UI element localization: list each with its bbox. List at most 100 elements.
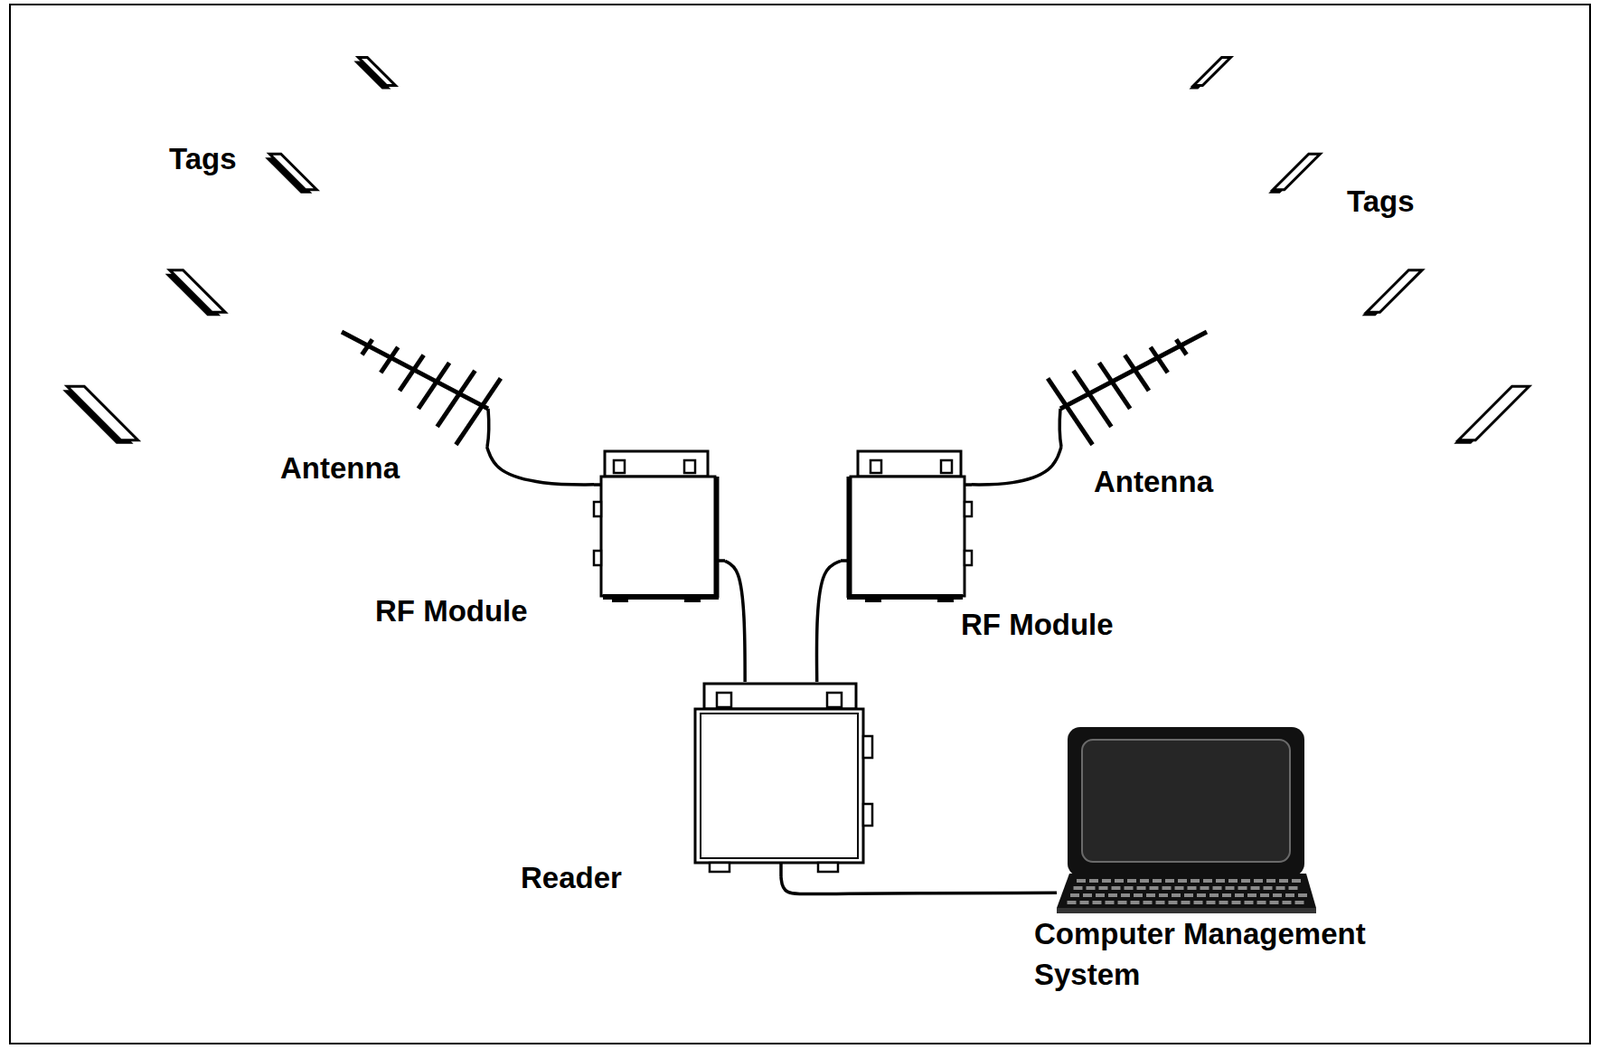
key xyxy=(1146,893,1156,897)
key xyxy=(1244,900,1254,904)
side-tab xyxy=(593,501,602,517)
key xyxy=(1152,878,1162,883)
lead-stub xyxy=(840,558,849,563)
key xyxy=(1184,893,1194,897)
side-tab xyxy=(964,550,972,565)
plate-latch xyxy=(827,692,842,707)
key xyxy=(1101,878,1111,883)
antenna-lead xyxy=(487,408,490,447)
key xyxy=(1067,900,1077,904)
key xyxy=(1203,878,1213,883)
cable xyxy=(487,446,594,485)
key xyxy=(1127,878,1137,883)
key xyxy=(1263,885,1273,890)
key xyxy=(1082,893,1092,897)
key xyxy=(1108,893,1118,897)
key xyxy=(1222,893,1232,897)
antenna-boom xyxy=(1060,331,1207,409)
antenna-element xyxy=(1099,362,1130,409)
key xyxy=(1219,900,1229,904)
module-box xyxy=(850,476,965,596)
box-shadow xyxy=(715,476,720,598)
box-foot xyxy=(611,599,629,603)
key xyxy=(1171,893,1181,897)
side-tab xyxy=(863,735,873,758)
antenna-element xyxy=(455,377,501,444)
box-foot xyxy=(865,599,882,603)
key xyxy=(1282,900,1292,904)
frame xyxy=(9,4,1591,1044)
node-label: RF Module xyxy=(375,590,528,631)
key xyxy=(1190,878,1200,883)
key xyxy=(1272,893,1282,897)
antenna-element xyxy=(418,362,450,409)
antenna-element xyxy=(1047,377,1093,444)
rfid-tag xyxy=(1458,385,1529,440)
antenna-element xyxy=(437,370,476,427)
key xyxy=(1076,878,1086,883)
key xyxy=(1158,893,1168,897)
key xyxy=(1270,900,1280,904)
key xyxy=(1215,878,1225,883)
key xyxy=(1285,893,1295,897)
key xyxy=(1257,900,1267,904)
key xyxy=(1238,885,1248,890)
box-shadow xyxy=(847,476,852,598)
key xyxy=(1105,900,1115,904)
lead-stub xyxy=(593,482,602,487)
rf-module-drawing xyxy=(840,449,972,603)
antenna: Antenna xyxy=(1048,324,1212,447)
key xyxy=(1143,900,1153,904)
key xyxy=(1086,885,1096,890)
antenna-drawing xyxy=(1048,324,1212,447)
key xyxy=(1213,885,1223,890)
key xyxy=(1291,878,1301,883)
rf-module: RF Module xyxy=(593,449,725,603)
key xyxy=(1260,893,1270,897)
rfid-tag xyxy=(1366,270,1423,313)
computer-drawing xyxy=(1056,726,1317,913)
node-label: Computer Management System xyxy=(1034,912,1432,995)
key xyxy=(1133,893,1143,897)
antenna: Antenna xyxy=(337,324,500,447)
cable xyxy=(781,875,1057,895)
key xyxy=(1080,900,1090,904)
box-base xyxy=(602,593,719,600)
reader-drawing xyxy=(691,681,876,876)
antenna-element xyxy=(1150,347,1168,373)
group-label: Tags xyxy=(1346,180,1415,222)
side-tab xyxy=(593,550,602,565)
key xyxy=(1095,893,1105,897)
key xyxy=(1209,893,1219,897)
top-plate xyxy=(857,451,961,477)
key xyxy=(1206,900,1216,904)
key xyxy=(1177,878,1187,883)
plate-latch xyxy=(613,460,625,473)
key xyxy=(1092,900,1102,904)
node-label: Reader xyxy=(520,856,622,898)
key xyxy=(1073,885,1083,890)
key xyxy=(1279,878,1289,883)
rfid-tag xyxy=(269,153,317,190)
antenna-element xyxy=(399,355,424,392)
key xyxy=(1187,885,1197,890)
rf-module: RF Module xyxy=(840,449,972,603)
laptop-screen xyxy=(1082,739,1290,862)
node-label: Antenna xyxy=(280,447,400,489)
key xyxy=(1165,878,1175,883)
rfid-tag xyxy=(66,385,138,440)
box-foot xyxy=(684,599,701,603)
side-tab xyxy=(964,501,972,517)
key xyxy=(1289,885,1299,890)
key xyxy=(1200,885,1210,890)
reader-inner xyxy=(700,713,858,858)
key xyxy=(1251,885,1261,890)
key xyxy=(1139,878,1149,883)
cable xyxy=(724,560,745,682)
key xyxy=(1124,885,1134,890)
key xyxy=(1130,900,1140,904)
reader-box xyxy=(695,708,864,863)
cable xyxy=(816,560,841,682)
